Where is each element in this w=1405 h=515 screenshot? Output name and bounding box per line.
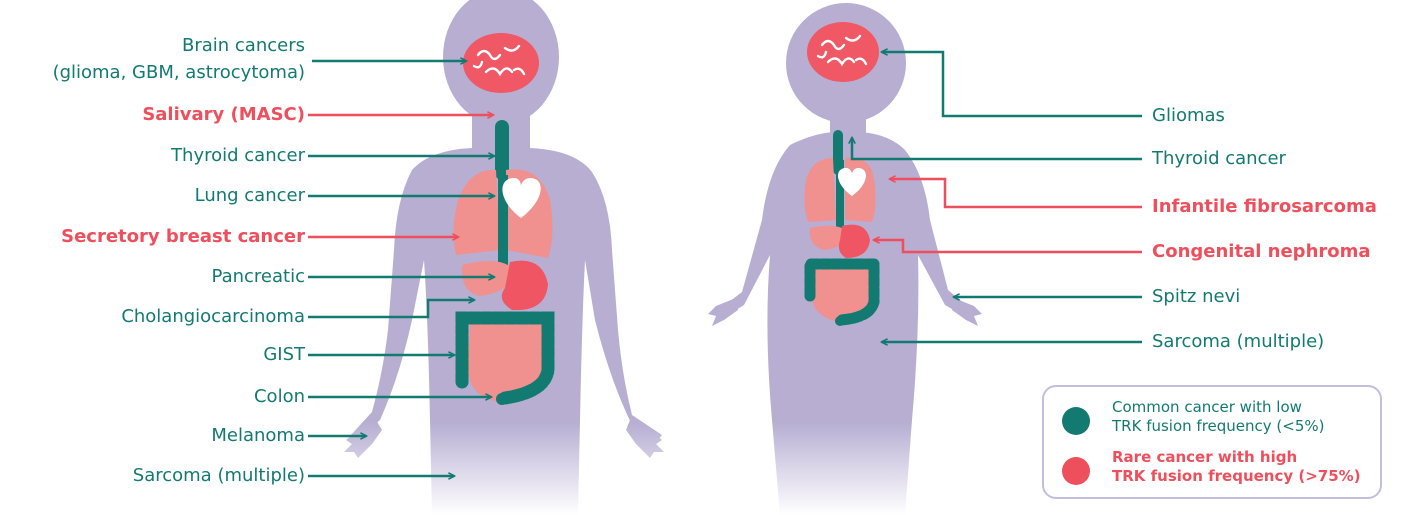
legend: Common cancer with low TRK fusion freque… — [1042, 385, 1382, 499]
legend-rare-line2: TRK fusion frequency (>75%) — [1112, 467, 1361, 486]
label-gist: GIST — [263, 344, 305, 366]
label-sarcoma-child: Sarcoma (multiple) — [1152, 331, 1324, 353]
label-brain-cancers: Brain cancers — [182, 35, 305, 57]
label-congenital-nephroma: Congenital nephroma — [1152, 241, 1371, 263]
legend-common-line1: Common cancer with low — [1112, 398, 1302, 417]
label-infantile-fibrosarcoma: Infantile fibrosarcoma — [1152, 196, 1377, 218]
label-salivary: Salivary (MASC) — [142, 104, 305, 126]
label-gliomas: Gliomas — [1152, 105, 1225, 127]
legend-common-line2: TRK fusion frequency (<5%) — [1112, 417, 1324, 436]
label-sarcoma-adult: Sarcoma (multiple) — [133, 465, 305, 487]
label-colon: Colon — [254, 386, 305, 408]
legend-rare-line1: Rare cancer with high — [1112, 448, 1297, 467]
label-melanoma: Melanoma — [211, 425, 305, 447]
legend-common-dot — [1062, 407, 1090, 435]
label-secretory-breast: Secretory breast cancer — [61, 226, 305, 248]
label-pancreatic: Pancreatic — [212, 266, 305, 288]
label-brain-cancers-detail: (glioma, GBM, astrocytoma) — [53, 62, 305, 84]
label-lung-cancer: Lung cancer — [195, 185, 305, 207]
legend-rare-dot — [1062, 457, 1090, 485]
label-thyroid-child: Thyroid cancer — [1152, 148, 1286, 170]
label-thyroid-cancer: Thyroid cancer — [171, 145, 305, 167]
label-spitz-nevi: Spitz nevi — [1152, 286, 1240, 308]
label-cholangiocarcinoma: Cholangiocarcinoma — [121, 306, 305, 328]
